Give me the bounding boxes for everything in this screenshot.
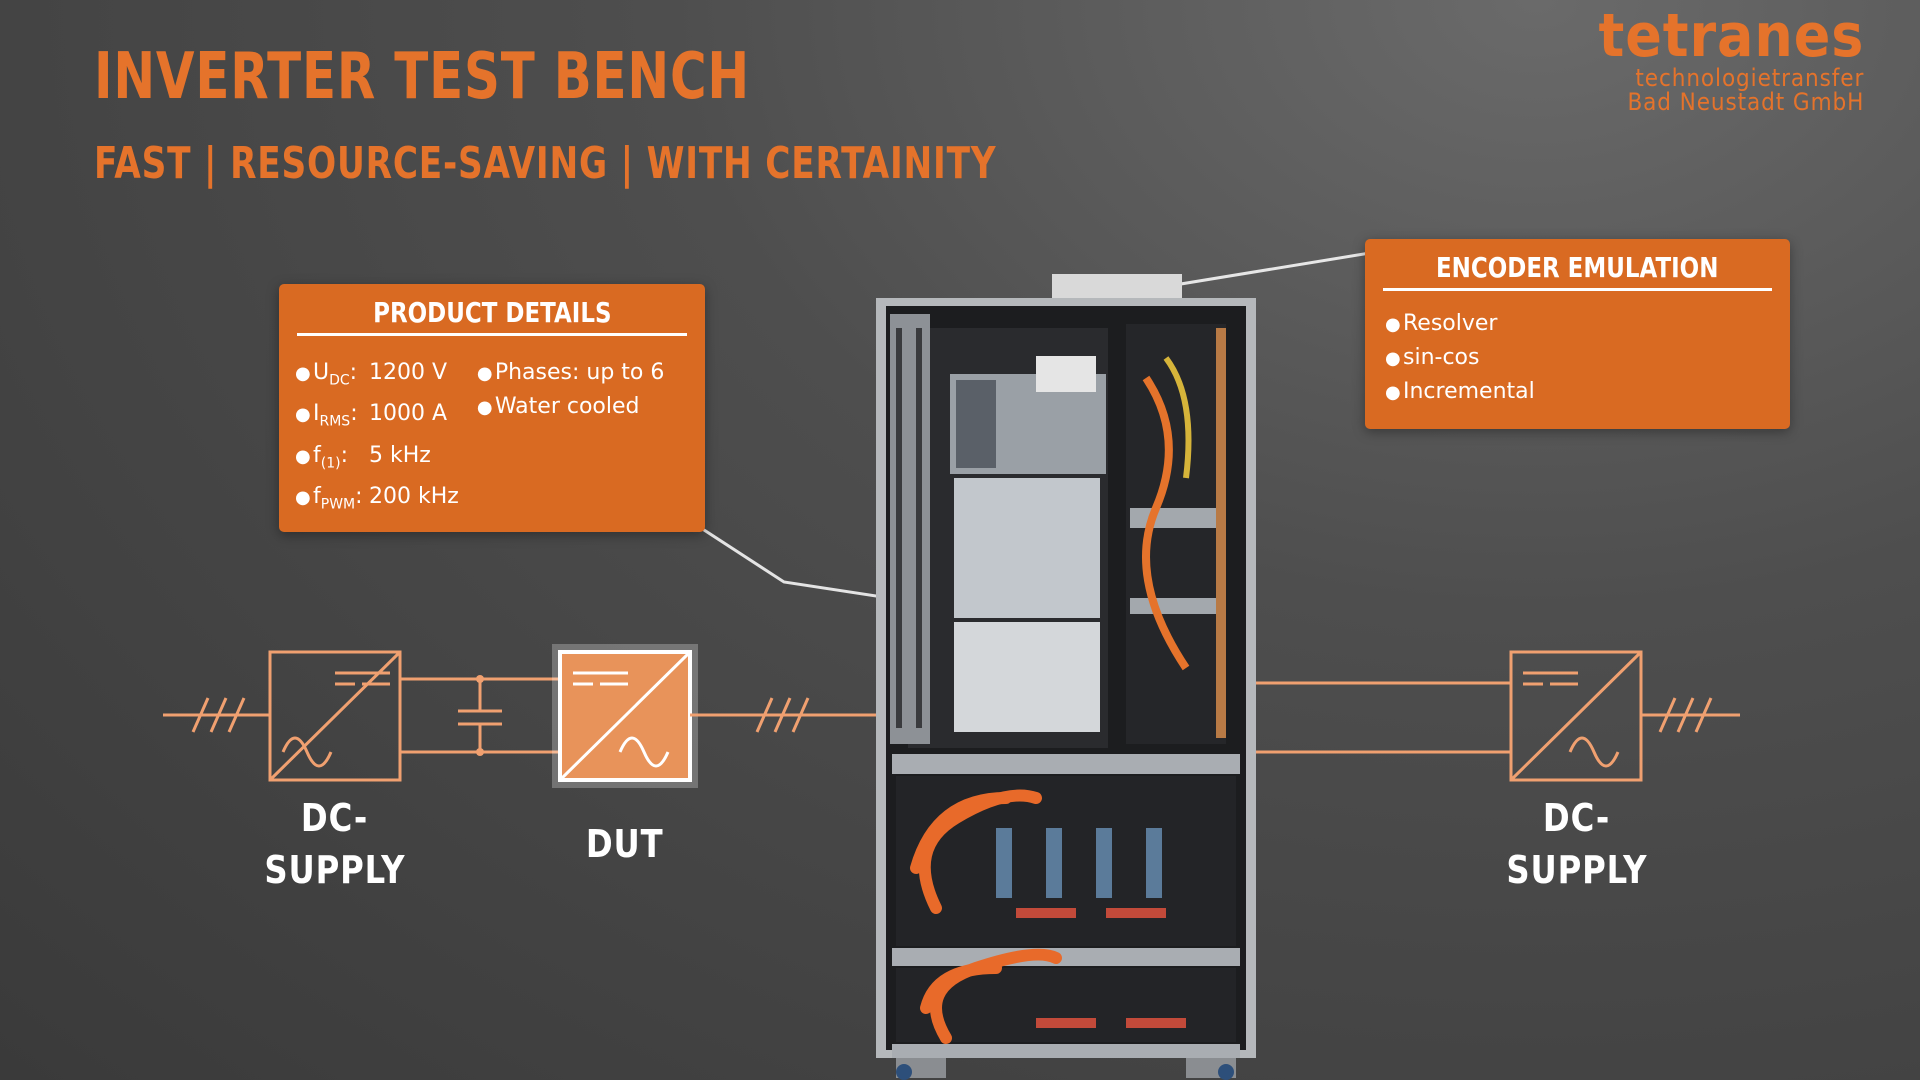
spec-row-f1: ● f(1): 5 kHz bbox=[295, 442, 431, 472]
page-title: INVERTER TEST BENCH bbox=[94, 40, 750, 114]
company-logo: tetranes technologietransfer Bad Neustad… bbox=[1598, 6, 1864, 114]
encoder-emulation-panel: ENCODER EMULATION ●Resolver ●sin-cos ●In… bbox=[1365, 239, 1790, 429]
left-dc-supply-block bbox=[268, 650, 402, 782]
spec-list: ● UDC: 1200 V ● IRMS: 1000 A ● f(1): 5 k… bbox=[295, 356, 459, 522]
spec-row-udc: ● UDC: 1200 V bbox=[295, 360, 448, 389]
left-dc-supply-label: DC- SUPPLY bbox=[264, 796, 406, 892]
right-dc-supply-label: DC- SUPPLY bbox=[1506, 796, 1648, 892]
page-subtitle: FAST | RESOURCE-SAVING | WITH CERTAINITY bbox=[94, 138, 997, 189]
feature-list: ●Phases: up to 6 ●Water cooled bbox=[477, 356, 665, 522]
product-details-title: PRODUCT DETAILS bbox=[297, 296, 687, 336]
dut-label: DUT bbox=[586, 822, 664, 866]
encoder-emulation-title: ENCODER EMULATION bbox=[1383, 251, 1772, 291]
product-callout-line bbox=[680, 513, 897, 601]
spec-row-irms: ● IRMS: 1000 A bbox=[295, 401, 448, 430]
encoder-item-resolver: ●Resolver bbox=[1385, 311, 1498, 336]
encoder-item-incremental: ●Incremental bbox=[1385, 379, 1535, 404]
test-bench-cabinet bbox=[876, 274, 1256, 1080]
encoder-item-sincos: ●sin-cos bbox=[1385, 345, 1480, 370]
logo-location: Bad Neustadt GmbH bbox=[1627, 88, 1864, 116]
spec-row-fpwm: ● fPWM: 200 kHz bbox=[295, 484, 459, 513]
logo-tagline: technologietransfer bbox=[1635, 64, 1864, 92]
feature-phases: ●Phases: up to 6 bbox=[476, 360, 665, 385]
feature-cooling: ●Water cooled bbox=[476, 394, 640, 419]
logo-name: tetranes bbox=[1598, 1, 1864, 71]
product-details-panel: PRODUCT DETAILS ● UDC: 1200 V ● IRMS: 10… bbox=[279, 284, 705, 532]
